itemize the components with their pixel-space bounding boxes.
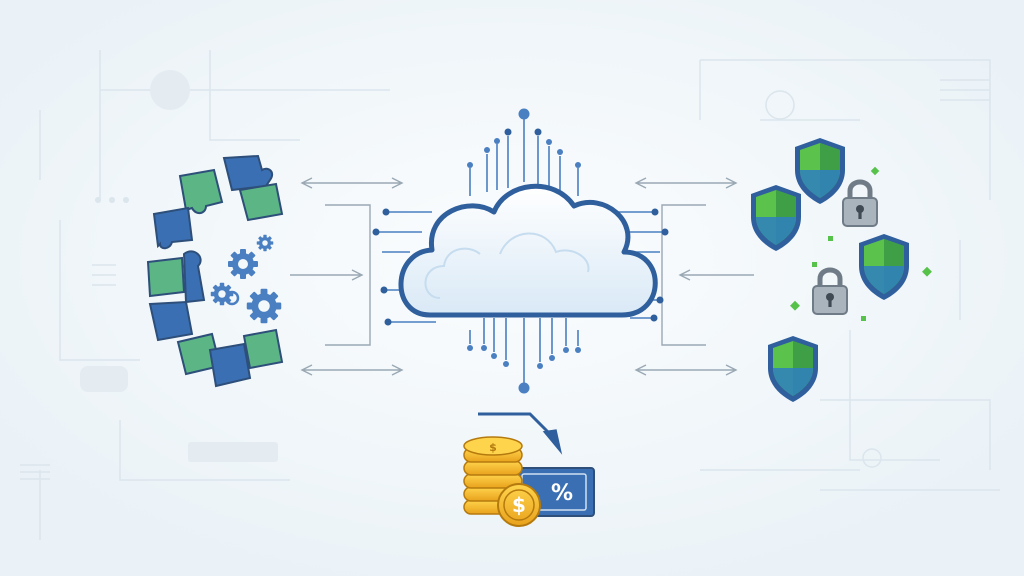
puzzle-pieces (146, 154, 284, 388)
coins-discount-icon: % $ $ (463, 412, 595, 527)
dollar-symbol: $ (512, 493, 526, 517)
coin-stack (463, 436, 523, 515)
cloud-circuit-traces (376, 118, 665, 384)
puzzle-gears-icon (146, 154, 284, 388)
cloud-icon (398, 183, 658, 318)
connector-lines (290, 177, 754, 376)
circuit-nodes (372, 108, 669, 394)
top-coin-symbol: $ (489, 441, 497, 454)
percent-symbol: % (551, 481, 573, 506)
background-circuit (20, 50, 1000, 540)
